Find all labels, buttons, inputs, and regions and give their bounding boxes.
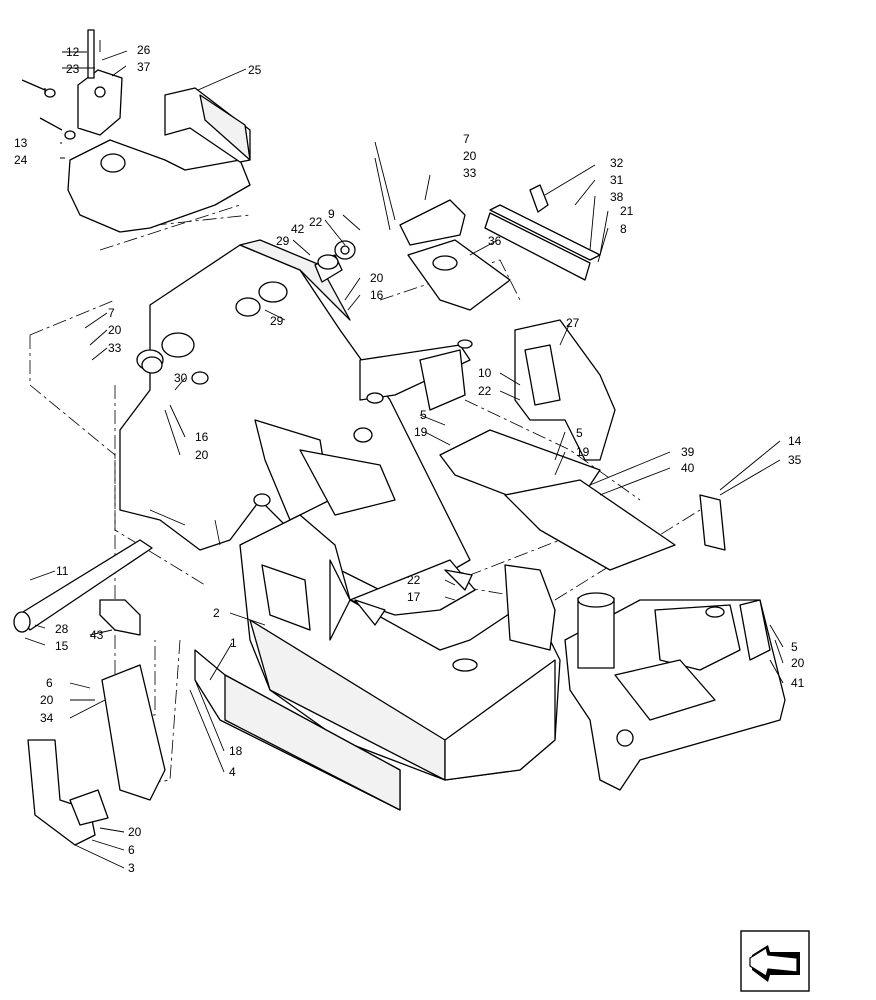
callout-34: 34: [40, 711, 54, 725]
left-parts: [13, 539, 166, 846]
callout-5-b: 5: [576, 426, 583, 440]
rear-frame: [564, 592, 786, 791]
callout-38: 38: [610, 190, 624, 204]
callout-16-mid: 16: [370, 288, 384, 302]
callout-labels: 12 26 23 37 25 13 24 7 20 33 32 31 38 21…: [14, 43, 805, 875]
callout-16-left: 16: [195, 430, 209, 444]
callout-33-left: 33: [108, 341, 122, 355]
callout-20-left: 20: [108, 323, 122, 337]
callout-22-mid: 22: [478, 384, 492, 398]
callout-21: 21: [620, 204, 634, 218]
callout-31: 31: [610, 173, 624, 187]
callout-7-top: 7: [463, 132, 470, 146]
callout-8: 8: [620, 222, 627, 236]
callout-41: 41: [791, 676, 805, 690]
callout-7-left: 7: [108, 306, 115, 320]
callout-10: 10: [478, 366, 492, 380]
panel-1: [194, 494, 726, 811]
callout-5-a: 5: [420, 408, 427, 422]
callout-2: 2: [213, 606, 220, 620]
lower-chassis: [239, 514, 561, 781]
callout-26: 26: [137, 43, 151, 57]
callout-20-top: 20: [463, 149, 477, 163]
callout-17: 17: [407, 590, 421, 604]
callout-35: 35: [788, 453, 802, 467]
callout-24: 24: [14, 153, 28, 167]
seat-mount-assembly: [21, 29, 251, 233]
callout-1: 1: [230, 636, 237, 650]
callout-30: 30: [174, 371, 188, 385]
callout-28: 28: [55, 622, 69, 636]
callout-13: 13: [14, 136, 28, 150]
callout-6-a: 6: [46, 676, 53, 690]
callout-11: 11: [56, 564, 69, 578]
callout-20-left2: 20: [195, 448, 209, 462]
callout-25: 25: [248, 63, 262, 77]
leader-lines: [24, 40, 784, 869]
callout-3: 3: [128, 861, 135, 875]
callout-15: 15: [55, 639, 69, 653]
plate-36: [399, 199, 511, 311]
callout-14: 14: [788, 434, 802, 448]
next-page-arrow-icon[interactable]: [740, 930, 810, 992]
callout-29-top: 29: [276, 234, 290, 248]
callout-29-mid: 29: [270, 314, 284, 328]
bracket-27: [514, 319, 616, 461]
main-frame: [119, 239, 473, 601]
floor-plates: [439, 429, 676, 571]
callout-23: 23: [66, 62, 80, 76]
callout-27: 27: [566, 316, 580, 330]
callout-4: 4: [229, 765, 236, 779]
callout-42: 42: [291, 222, 305, 236]
bushings: [141, 240, 356, 374]
callout-20-low-left: 20: [40, 693, 54, 707]
callout-22-top: 22: [309, 215, 323, 229]
callout-5-right: 5: [791, 640, 798, 654]
callout-19-b: 19: [576, 445, 590, 459]
callout-20-mid: 20: [370, 271, 384, 285]
callout-9: 9: [328, 207, 335, 221]
callout-39: 39: [681, 445, 695, 459]
callout-43: 43: [90, 628, 104, 642]
callout-40: 40: [681, 461, 695, 475]
bar-38: [484, 184, 601, 281]
callout-22-low: 22: [407, 573, 421, 587]
callout-36: 36: [488, 234, 502, 248]
callout-32: 32: [610, 156, 624, 170]
callout-33-top: 33: [463, 166, 477, 180]
callout-18: 18: [229, 744, 243, 758]
callout-6-b: 6: [128, 843, 135, 857]
callout-20-right: 20: [791, 656, 805, 670]
callout-37: 37: [137, 60, 151, 74]
callout-19-a: 19: [414, 425, 428, 439]
callout-20-bottom: 20: [128, 825, 142, 839]
callout-12: 12: [66, 45, 80, 59]
